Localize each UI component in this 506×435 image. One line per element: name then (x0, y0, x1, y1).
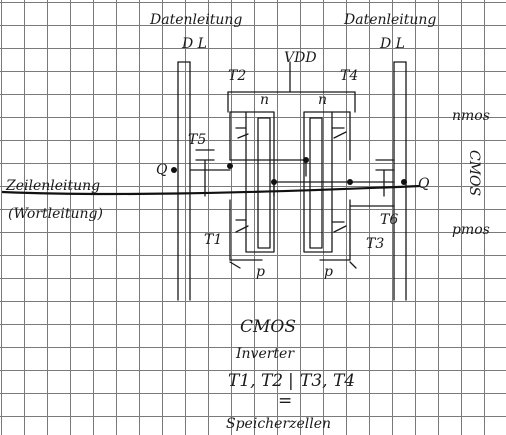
d-left-label: D L (181, 36, 207, 52)
ground-marks (229, 261, 357, 269)
nmos-label: nmos (452, 108, 490, 124)
formula-left: T1, T2 (228, 371, 283, 391)
equals-sign: = (278, 391, 292, 411)
t1-label: T1 (204, 232, 222, 248)
pmos-label: pmos (452, 222, 490, 238)
q-right-label: Q (418, 176, 430, 192)
t6-label: T6 (380, 212, 398, 228)
p-right-label: p (324, 264, 333, 280)
datenleitung-right-label: Datenleitung (343, 12, 436, 28)
vdd-label: VDD (284, 50, 317, 66)
t4-label: T4 (340, 68, 358, 84)
junction-dots (171, 157, 407, 185)
datenleitung-left-line (177, 61, 191, 301)
t2-label: T2 (228, 68, 246, 84)
n-right-label: n (318, 92, 327, 108)
access-transistor-t6 (349, 159, 395, 207)
n-left-label: n (260, 92, 269, 108)
formula-right: T3, T4 (300, 371, 355, 391)
vdd-rail (227, 61, 356, 113)
q-left-label: Q (156, 162, 168, 178)
p-left-label: p (256, 264, 265, 280)
t3-label: T3 (366, 236, 384, 252)
zeilenleitung-line (1, 184, 421, 196)
inverter-label: Inverter (235, 346, 295, 362)
t5-label: T5 (188, 132, 206, 148)
wortleitung-label: (Wortleitung) (8, 206, 103, 222)
cmos-title: CMOS (240, 317, 296, 337)
datenleitung-left-label: Datenleitung (149, 12, 242, 28)
cmos-side-label: CMOS (466, 150, 482, 196)
access-transistor-t5 (189, 149, 231, 197)
formula-separator: | (288, 371, 294, 391)
zeilenleitung-label: Zeilenleitung (5, 178, 100, 194)
speicherzellen-label: Speicherzellen (226, 416, 331, 432)
d-right-label: D L (379, 36, 405, 52)
